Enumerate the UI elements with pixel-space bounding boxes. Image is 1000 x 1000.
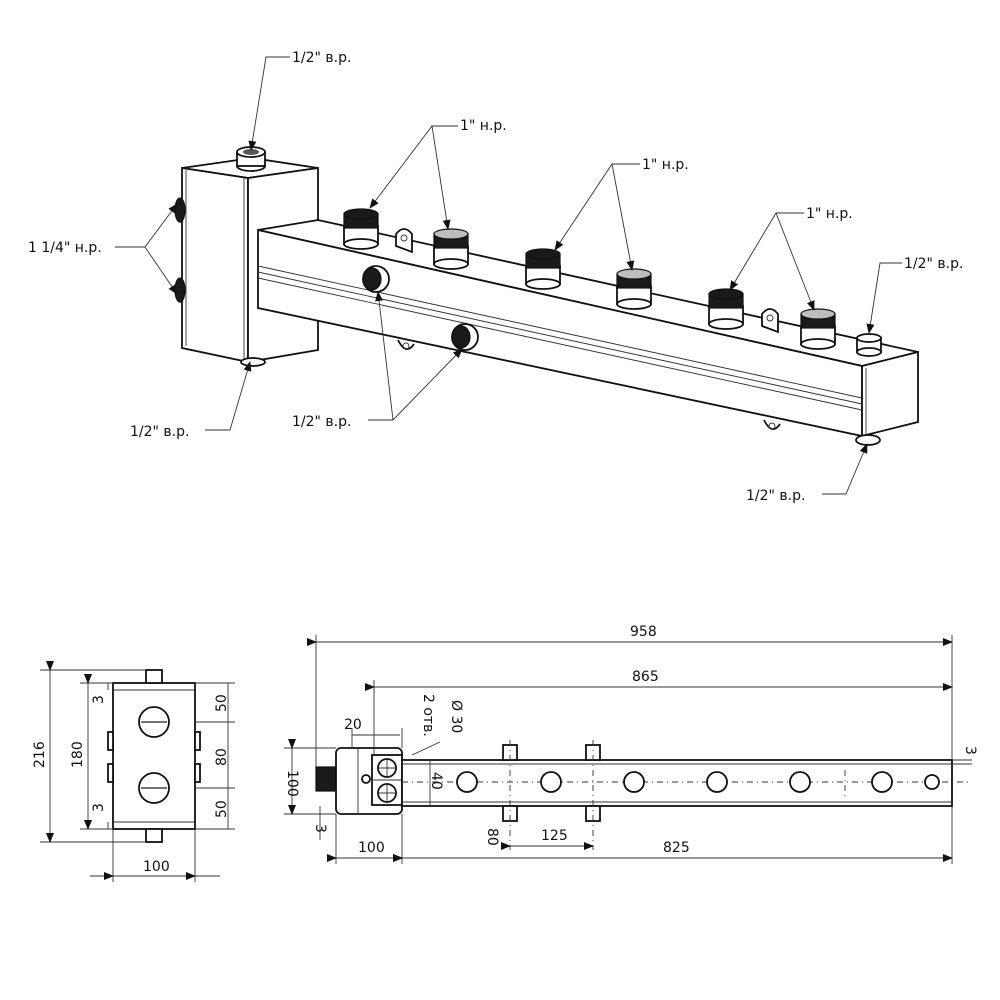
dim-inner-height: 180	[70, 741, 86, 768]
outlet-connector	[525, 248, 561, 290]
callout-side-inlets: 1 1/4" н.р.	[28, 240, 102, 256]
dim-bottom-offset: 3	[312, 824, 328, 833]
plan-outlet-holes	[456, 771, 940, 793]
mounting-lugs	[395, 228, 781, 430]
outlet-connector	[800, 308, 836, 350]
isometric-view: 1/2" в.р. 1 1/4" н.р. 1/2" в.р. 1" н.р. …	[28, 50, 963, 504]
dim-spacing-middle: 80	[214, 748, 230, 766]
dim-manifold-length-total: 865	[632, 669, 659, 685]
plan-view	[284, 635, 972, 864]
front-ports	[362, 265, 479, 351]
outlet-connector	[616, 268, 652, 310]
dim-bracket-offset: 80	[484, 828, 500, 846]
dim-box-offset: 20	[344, 717, 362, 733]
plan-view-dimensions: 958 865 2 отв. Ø 30 20 100 40 3 3 100 80…	[284, 624, 978, 856]
manifold-bar	[257, 219, 919, 438]
side-view-dimensions: 216 180 3 3 50 80 50 100	[32, 694, 230, 875]
callout-labels: 1/2" в.р. 1 1/4" н.р. 1/2" в.р. 1" н.р. …	[28, 50, 963, 504]
callout-leaders	[115, 56, 902, 495]
outlet-connector	[433, 228, 469, 270]
dim-offset-top: 3	[91, 695, 107, 704]
dim-box-width: 100	[358, 840, 385, 856]
callout-bottom-box-port: 1/2" в.р.	[130, 424, 189, 440]
dim-hole-note: 2 отв.	[420, 694, 436, 737]
dim-hole-diameter: Ø 30	[448, 700, 464, 733]
dim-spacing-bottom: 50	[214, 800, 230, 818]
outlet-connector	[343, 208, 379, 250]
dim-total-height: 216	[32, 741, 48, 768]
callout-outlets-pair-1: 1" н.р.	[460, 118, 507, 134]
dim-manifold-length: 825	[663, 840, 690, 856]
end-port	[856, 333, 882, 357]
dim-width: 100	[143, 859, 170, 875]
callout-front-ports: 1/2" в.р.	[292, 414, 351, 430]
dim-overall-length: 958	[630, 624, 657, 640]
dim-box-height: 100	[284, 770, 300, 797]
top-outlets	[343, 208, 882, 357]
dim-bar-height: 40	[428, 772, 444, 790]
callout-outlets-pair-2: 1" н.р.	[642, 157, 689, 173]
side-view	[40, 661, 235, 882]
callout-end-bottom-port: 1/2" в.р.	[746, 488, 805, 504]
callout-outlets-pair-3: 1" н.р.	[806, 206, 853, 222]
dim-outlet-pitch: 125	[541, 828, 568, 844]
dim-offset-bottom: 3	[91, 803, 107, 812]
callout-end-top-port: 1/2" в.р.	[904, 256, 963, 272]
dim-right-offset: 3	[962, 746, 978, 755]
end-bottom-port	[855, 434, 881, 446]
outlet-connector	[708, 288, 744, 330]
callout-top-box-port: 1/2" в.р.	[292, 50, 351, 66]
dim-spacing-top: 50	[214, 694, 230, 712]
